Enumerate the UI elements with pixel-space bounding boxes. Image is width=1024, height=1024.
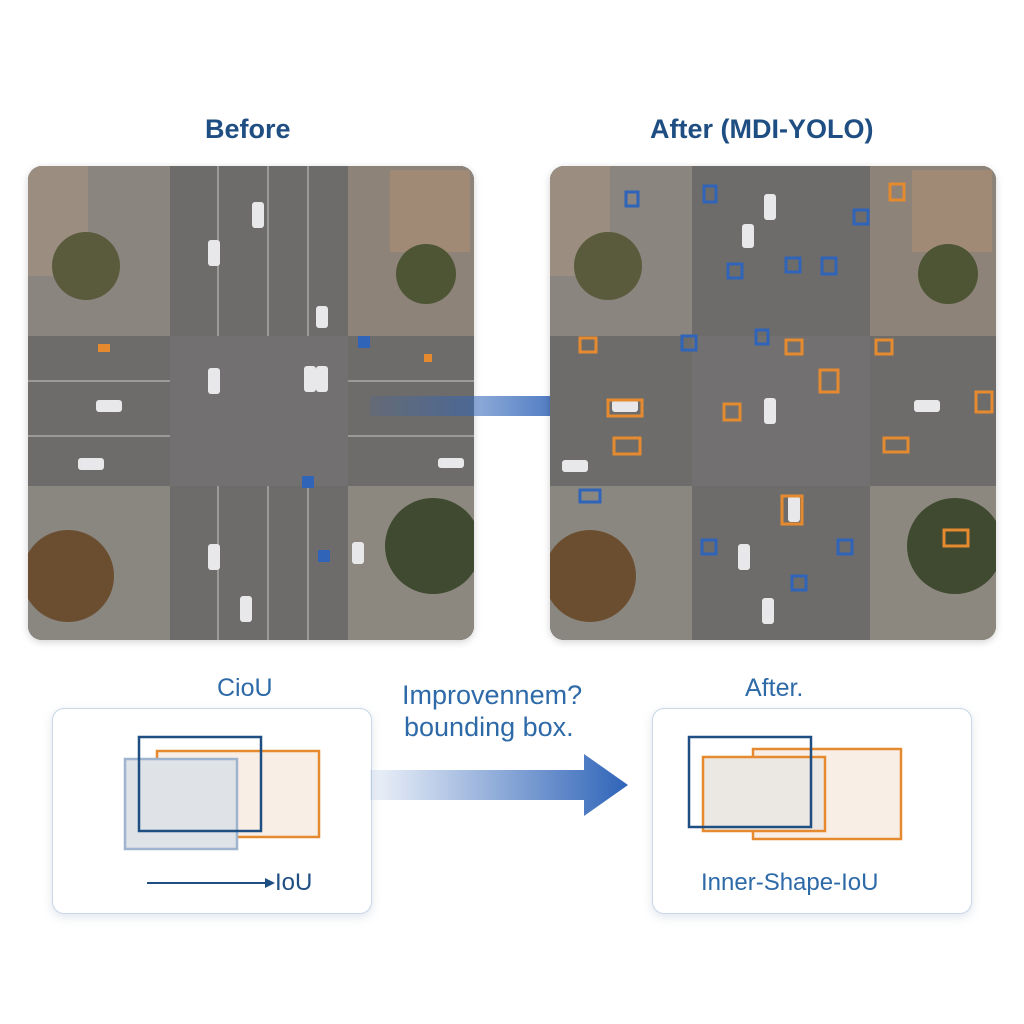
improvement-caption-line1: Improvennem? [402, 680, 583, 710]
after-aerial-image [550, 166, 996, 640]
after-title: After (MDI-YOLO) [650, 114, 874, 144]
arrow-right-icon [370, 380, 596, 432]
before-title: Before [205, 114, 291, 144]
ciou-diagram-card: IoU [52, 708, 372, 914]
ciou-label: CioU [217, 674, 273, 702]
after-label: After. [745, 674, 804, 702]
arrow-right-icon [370, 754, 628, 816]
iou-label: IoU [275, 869, 313, 896]
arrow-right-icon [147, 878, 275, 888]
inner-shape-iou-box-diagram [687, 735, 903, 841]
ciou-box-diagram [123, 735, 321, 851]
improvement-caption-line2: bounding box. [404, 712, 574, 742]
inner-shape-iou-label: Inner-Shape-IoU [701, 869, 879, 896]
inner-shape-iou-card: Inner-Shape-IoU [652, 708, 972, 914]
